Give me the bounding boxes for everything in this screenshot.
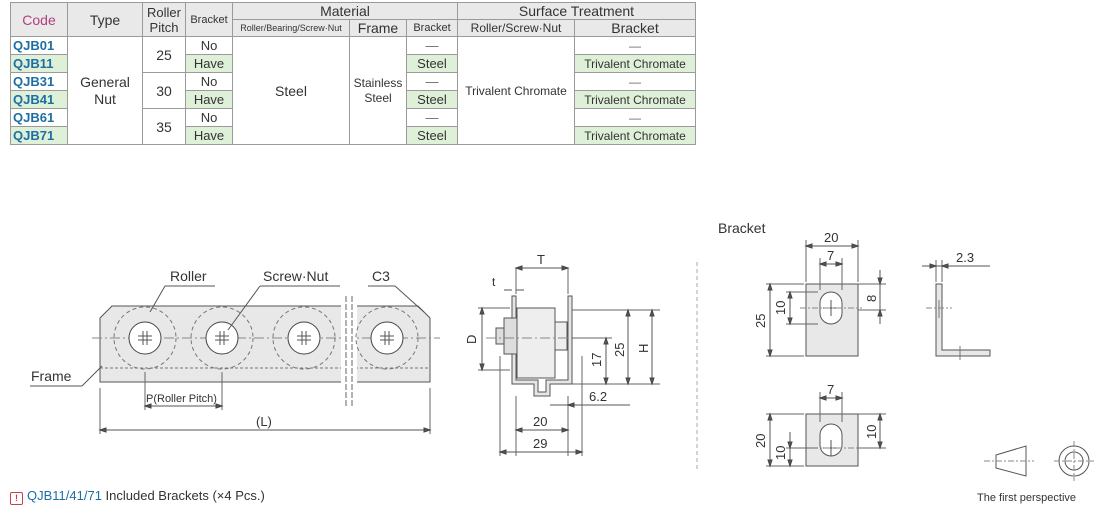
h-label: H [636,344,651,353]
t-upper-label: T [537,252,545,267]
header-material-roller: Roller/Bearing/Screw·Nut [232,19,350,37]
b2-20-label: 20 [753,434,768,448]
side-62-label: 6.2 [589,389,607,404]
bracket-title: Bracket [718,220,766,236]
note-text: Included Brackets (×4 Pcs.) [101,488,265,503]
d-label: D [464,335,479,344]
side-17-label: 17 [589,353,604,367]
bracket-cell: No [185,108,233,127]
side-20-label: 20 [533,414,547,429]
side-29-label: 29 [533,436,547,451]
bracket-23-label: 2.3 [956,250,974,265]
side-25-label: 25 [612,343,627,357]
roller-icon [113,306,177,370]
b2-10a-label: 10 [773,446,788,460]
b2-10b-label: 10 [864,425,879,439]
included-brackets-note: ! QJB11/41/71 Included Brackets (×4 Pcs.) [10,488,265,505]
screw-nut-label: Screw·Nut [263,268,328,284]
roller-label: Roller [170,268,207,284]
bracket-side-view: 2.3 [922,250,991,360]
row-code: QJB11 [10,54,68,73]
surface-bracket-cell: Trivalent Chromate [574,90,696,109]
bracket-cell: Have [185,90,233,109]
type-cell: General Nut [67,36,143,145]
row-code: QJB41 [10,90,68,109]
roller-icon [190,306,254,370]
note-codes: QJB11/41/71 [27,488,102,503]
roller-icon [272,306,336,370]
bracket-cell: No [185,36,233,55]
first-angle-projection-icon [984,441,1094,481]
bracket-25-label: 25 [753,314,768,328]
c3-label: C3 [372,268,390,284]
material-bracket-cell: — [406,108,458,127]
header-surface-treatment: Surface Treatment [457,2,696,20]
bracket-10-label: 10 [773,301,788,315]
header-material-frame: Frame [349,19,407,37]
header-bracket: Bracket [185,2,233,37]
bracket-front-view: 20 7 25 10 8 [753,230,886,358]
row-code: QJB01 [10,36,68,55]
bracket-8-label: 8 [864,295,879,302]
material-bracket-cell: Steel [406,90,458,109]
pitch-label: P(Roller Pitch) [146,393,217,405]
length-label: (L) [256,414,272,429]
bracket-20w-label: 20 [824,230,838,245]
perspective-label: The first perspective [977,492,1076,504]
material-frame-cell: Stainless Steel [349,36,407,145]
side-view: T t D 17 25 H 20 29 6.2 [464,252,660,456]
row-code: QJB31 [10,72,68,91]
bracket-bottom-view: 7 20 10 10 [753,382,886,468]
bracket-cell: Have [185,126,233,145]
header-material: Material [232,2,458,20]
row-code: QJB71 [10,126,68,145]
header-surface-roller: Roller/Screw·Nut [457,19,575,37]
frame-label: Frame [31,368,72,384]
front-view: Roller Screw·Nut C3 Frame P(Roller Pitch… [30,268,440,434]
bracket-7-label: 7 [827,248,834,263]
row-code: QJB61 [10,108,68,127]
bracket-cell: No [185,72,233,91]
material-bracket-cell: Steel [406,126,458,145]
bracket-cell: Have [185,54,233,73]
material-bracket-cell: — [406,36,458,55]
surface-bracket-cell: Trivalent Chromate [574,126,696,145]
roller-icon [355,306,419,370]
notice-icon: ! [10,492,23,505]
spec-table: Code Type Roller Pitch Bracket Material … [10,2,696,145]
t-lower-label: t [492,275,496,289]
surface-bracket-cell: — [574,36,696,55]
header-code: Code [10,2,68,37]
surface-roller-cell: Trivalent Chromate [457,36,575,145]
material-roller-cell: Steel [232,36,350,145]
surface-bracket-cell: Trivalent Chromate [574,54,696,73]
b2-7-label: 7 [827,382,834,397]
